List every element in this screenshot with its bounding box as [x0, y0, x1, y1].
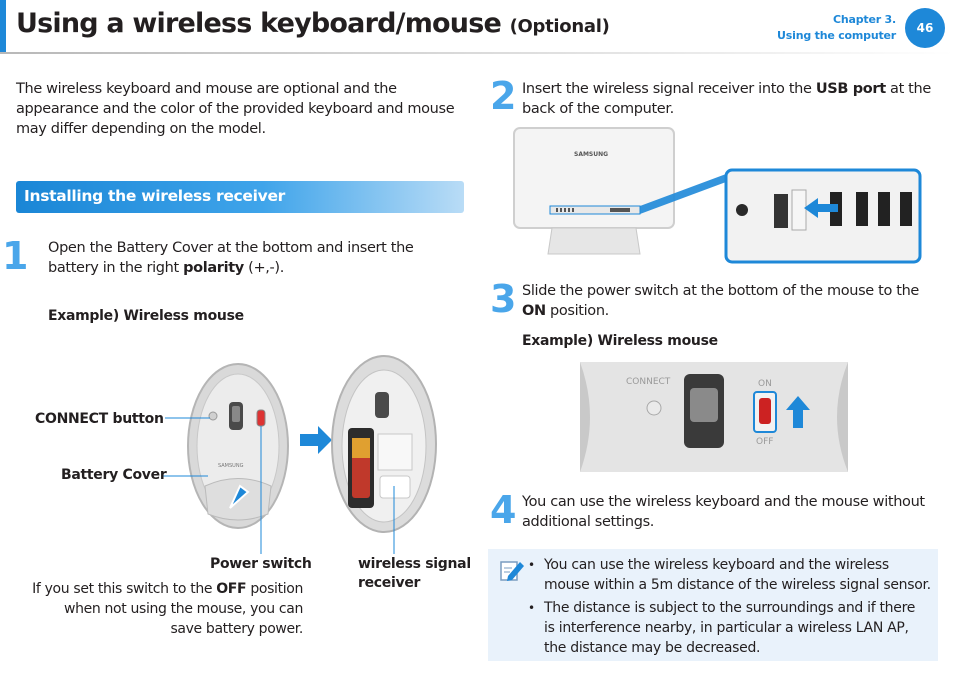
brand-label: SAMSUNG — [574, 151, 608, 158]
battery-cover-label: Battery Cover — [61, 467, 167, 483]
header-accent-bar — [0, 0, 6, 52]
step-2-text: Insert the wireless signal receiver into… — [522, 81, 931, 117]
header-divider — [0, 52, 954, 54]
insert-arrow-icon — [804, 198, 838, 218]
svg-text:SAMSUNG: SAMSUNG — [218, 463, 244, 469]
up-arrow-icon — [786, 396, 810, 428]
receiver-label-line1: wireless signal — [358, 556, 471, 572]
chapter-name: Using the computer — [777, 29, 896, 42]
title-optional-suffix: (Optional) — [509, 16, 610, 37]
power-switch-label: Power switch — [210, 556, 312, 572]
right-arrow-icon — [300, 426, 332, 454]
mouse-battery-illustration: SAMSUNG — [162, 355, 437, 554]
connect-imprint: CONNECT — [626, 377, 671, 387]
step-1-example-label: Example) Wireless mouse — [48, 308, 244, 324]
step-3-example-label: Example) Wireless mouse — [522, 333, 718, 349]
section-title: Installing the wireless receiver — [24, 187, 286, 205]
mouse-open-view — [331, 355, 437, 533]
note-bullet-1-dot: • — [528, 558, 535, 572]
page-title: Using a wireless keyboard/mouse (Optiona… — [16, 8, 610, 39]
power-switch-illustration: CONNECT ON OFF — [580, 362, 848, 472]
step-3-text: Slide the power switch at the bottom of … — [522, 283, 919, 319]
off-imprint: OFF — [756, 437, 773, 447]
intro-paragraph: The wireless keyboard and mouse are opti… — [16, 81, 455, 137]
note-bullet-2: The distance is subject to the surroundi… — [544, 600, 916, 656]
usb-port-illustration: SAMSUNG — [513, 127, 922, 264]
step-4-text: You can use the wireless keyboard and th… — [522, 494, 925, 530]
note-bullet-2-dot: • — [528, 601, 535, 615]
receiver-label-line2: receiver — [358, 575, 421, 591]
note-bullet-1: You can use the wireless keyboard and th… — [544, 557, 931, 593]
on-imprint: ON — [758, 379, 772, 389]
chapter-label: Chapter 3. Using the computer — [777, 12, 896, 44]
step-3-number: 3 — [490, 277, 517, 321]
step-1-text: Open the Battery Cover at the bottom and… — [48, 240, 414, 276]
step-2-number: 2 — [490, 74, 517, 118]
page-number-badge: 46 — [905, 8, 945, 48]
note-pencil-icon — [500, 561, 524, 581]
chapter-number: Chapter 3. — [832, 13, 896, 26]
step-1-number: 1 — [2, 234, 29, 278]
note-box — [488, 549, 938, 661]
mouse-bottom-view: SAMSUNG — [187, 363, 289, 529]
connect-button-label: CONNECT button — [35, 411, 164, 427]
power-switch-note: If you set this switch to the OFF positi… — [32, 581, 303, 637]
section-header-bar — [16, 181, 464, 213]
step-4-number: 4 — [490, 488, 517, 532]
